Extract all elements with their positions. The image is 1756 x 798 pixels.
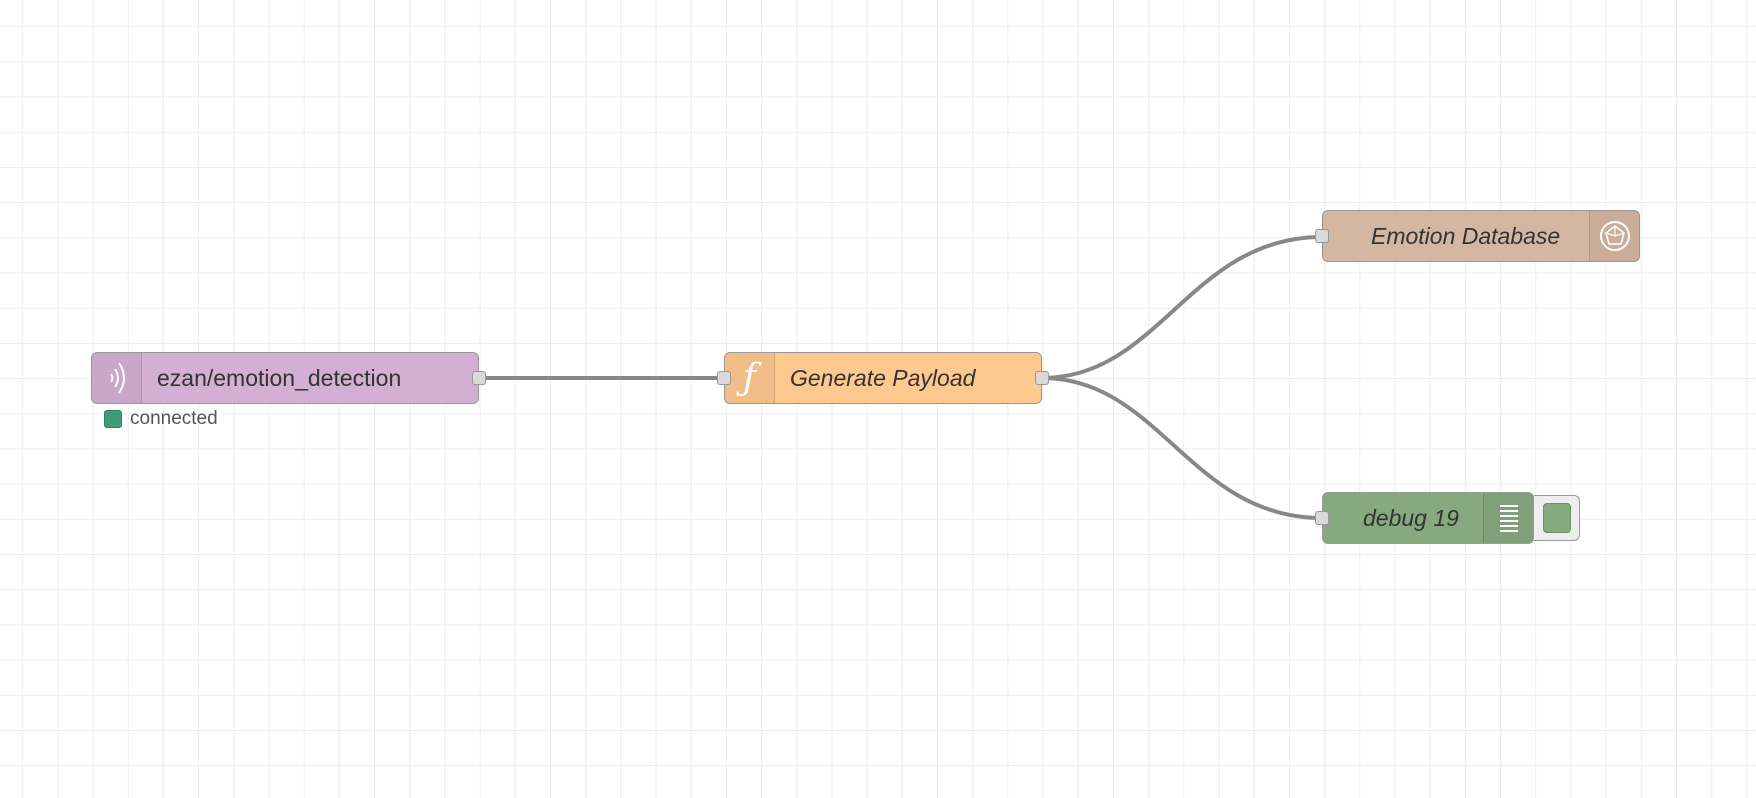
function-node[interactable]: ƒ Generate Payload — [717, 352, 1049, 404]
debug-input-port[interactable] — [1315, 511, 1329, 525]
debug-list-icon — [1483, 493, 1533, 543]
debug-toggle-button[interactable] — [1534, 495, 1580, 541]
mqtt-in-output-port[interactable] — [472, 371, 486, 385]
wire-function-to-database[interactable] — [1041, 235, 1323, 380]
database-label: Emotion Database — [1371, 222, 1561, 249]
function-input-port[interactable] — [717, 371, 731, 385]
mqtt-in-node[interactable]: ezan/emotion_detection — [91, 352, 486, 404]
mqtt-in-status: connected — [104, 408, 218, 430]
database-icon — [1589, 211, 1639, 261]
debug-label: debug 19 — [1363, 504, 1459, 531]
database-node[interactable]: Emotion Database — [1315, 210, 1640, 262]
status-connected-icon — [104, 410, 122, 428]
wire-function-to-debug[interactable] — [1041, 376, 1323, 520]
mqtt-in-status-text: connected — [130, 408, 218, 429]
function-icon: ƒ — [725, 353, 775, 403]
debug-toggle-indicator — [1542, 503, 1571, 533]
bridge-icon — [92, 353, 142, 403]
debug-node[interactable]: debug 19 — [1315, 492, 1534, 544]
database-input-port[interactable] — [1315, 229, 1329, 243]
function-output-port[interactable] — [1035, 371, 1049, 385]
function-label: Generate Payload — [790, 364, 976, 391]
mqtt-in-label: ezan/emotion_detection — [157, 364, 402, 391]
